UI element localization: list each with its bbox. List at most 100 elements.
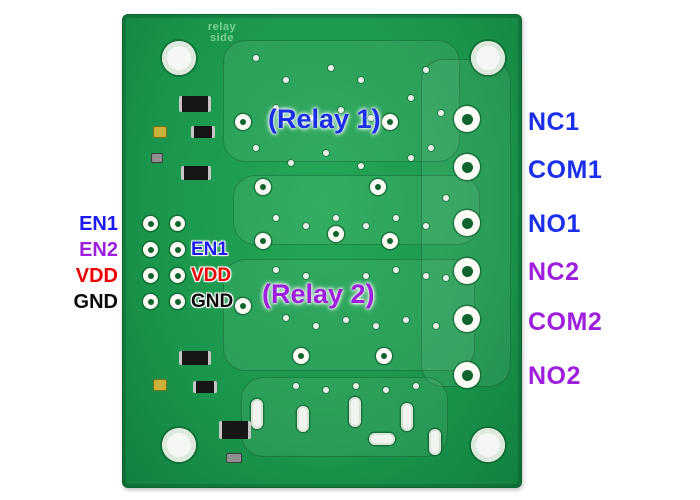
copper-pour [241, 377, 448, 457]
via-pad [273, 215, 279, 221]
drill-hole [147, 298, 154, 305]
slot-pad [429, 429, 441, 455]
pin-label-vdd-outer: VDD [75, 265, 118, 287]
via-pad [303, 223, 309, 229]
silkscreen-text: relay side [200, 22, 244, 44]
pin-label-en1-inner: EN1 [191, 239, 228, 260]
relay-pad [382, 233, 398, 249]
via-pad [403, 317, 409, 323]
drill-hole [147, 220, 154, 227]
drill-hole [147, 246, 154, 253]
relay-pad [255, 179, 271, 195]
drill-hole [174, 298, 181, 305]
via-pad [253, 55, 259, 61]
relay-pad [235, 298, 251, 314]
control-pin-hole [170, 268, 185, 283]
relay-pad [382, 114, 398, 130]
pin-label-en2-outer: EN2 [79, 239, 118, 261]
control-pin-hole [143, 268, 158, 283]
drill-hole [174, 220, 181, 227]
mounting-hole [162, 41, 196, 75]
via-pad [423, 223, 429, 229]
mounting-hole [162, 428, 196, 462]
slot-pad [369, 433, 395, 445]
drill-hole [174, 246, 181, 253]
copper-pour [223, 259, 475, 371]
via-pad [313, 323, 319, 329]
via-pad [283, 315, 289, 321]
smd-resistor [226, 453, 242, 463]
copper-pour [233, 175, 480, 245]
smd-diode [179, 96, 211, 112]
via-pad [303, 273, 309, 279]
control-pin-hole [170, 294, 185, 309]
via-pad [293, 383, 299, 389]
via-pad [273, 105, 279, 111]
led [153, 379, 167, 391]
pad-no2 [454, 362, 480, 388]
relay-pad [376, 348, 392, 364]
relay1-label: (Relay 1) [268, 104, 381, 134]
via-pad [428, 145, 434, 151]
pin-label-com2: COM2 [528, 308, 603, 336]
control-pin-hole [143, 294, 158, 309]
drill-hole [461, 265, 473, 277]
drill-hole [387, 119, 393, 125]
pad-nc1 [454, 106, 480, 132]
via-pad [363, 273, 369, 279]
via-pad [273, 267, 279, 273]
via-pad [283, 77, 289, 83]
slot-pad [297, 406, 309, 432]
via-pad [323, 150, 329, 156]
via-pad [328, 65, 334, 71]
control-pin-hole [170, 216, 185, 231]
pad-nc2 [454, 258, 480, 284]
relay-pad [328, 226, 344, 242]
drill-hole [387, 238, 393, 244]
relay-pad [255, 233, 271, 249]
pad-no1 [454, 210, 480, 236]
drill-hole [147, 272, 154, 279]
drill-hole [461, 217, 473, 229]
via-pad [358, 77, 364, 83]
via-pad [373, 323, 379, 329]
via-pad [363, 223, 369, 229]
drill-hole [375, 184, 381, 190]
relay2-label: (Relay 2) [262, 279, 375, 309]
control-pin-hole [143, 242, 158, 257]
led [153, 126, 167, 138]
via-pad [443, 195, 449, 201]
drill-hole [333, 231, 339, 237]
via-pad [323, 387, 329, 393]
via-pad [423, 273, 429, 279]
drill-hole [298, 353, 304, 359]
drill-hole [240, 119, 246, 125]
smd-diode [181, 166, 211, 180]
via-pad [423, 67, 429, 73]
pad-com2 [454, 306, 480, 332]
mounting-hole [471, 41, 505, 75]
via-pad [443, 275, 449, 281]
via-pad [343, 317, 349, 323]
drill-hole [461, 113, 473, 125]
drill-hole [381, 353, 387, 359]
slot-pad [251, 399, 263, 429]
drill-hole [260, 184, 266, 190]
via-pad [433, 323, 439, 329]
pad-com1 [454, 154, 480, 180]
smd-diode [191, 126, 215, 138]
relay-pad [235, 114, 251, 130]
via-pad [393, 215, 399, 221]
copper-pour [223, 40, 460, 162]
smd-diode [193, 381, 217, 393]
slot-pad [401, 403, 413, 431]
via-pad [253, 145, 259, 151]
control-pin-hole [143, 216, 158, 231]
silkscreen-line: relay [207, 21, 237, 33]
drill-hole [461, 369, 473, 381]
drill-hole [461, 161, 473, 173]
smd-transistor [219, 421, 251, 439]
drill-hole [461, 313, 473, 325]
pin-label-gnd-inner: GND [191, 291, 234, 312]
